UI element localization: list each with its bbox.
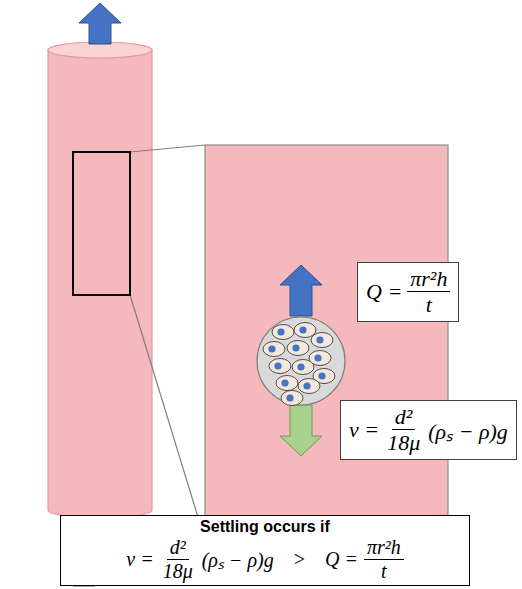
cell-nucleus — [297, 363, 304, 370]
flow-up-arrow — [280, 265, 322, 316]
cell-nucleus — [314, 354, 321, 361]
denominator: 18μ — [384, 430, 423, 455]
numerator: πr²h — [364, 536, 404, 560]
cell-body — [272, 325, 294, 340]
denominator: t — [423, 292, 435, 317]
cell-nucleus — [286, 394, 293, 401]
formula-box: Q =πr²ht — [357, 262, 459, 322]
cell-nucleus — [303, 382, 310, 389]
condition-heading: Settling occurs if — [69, 518, 461, 536]
condition-box: Settling occurs if v = d²18μ (ρₛ − ρ)g > Q = π… — [60, 515, 470, 586]
cell — [269, 359, 291, 374]
zoom-panel — [205, 145, 448, 540]
cell — [294, 323, 316, 338]
cell — [276, 376, 298, 391]
formula-term: (ρₛ − ρ)g — [202, 549, 274, 571]
numerator: d² — [167, 536, 189, 560]
cell-nucleus — [299, 326, 306, 333]
formula-term: v = — [349, 417, 379, 442]
cell-nucleus — [318, 372, 325, 379]
fraction: d²18μ — [160, 536, 196, 583]
cell-body — [311, 333, 333, 348]
fraction: πr²ht — [407, 266, 450, 318]
cell-nucleus — [316, 336, 323, 343]
cell-body — [263, 342, 285, 357]
cell-nucleus — [277, 328, 284, 335]
cell — [287, 341, 309, 356]
formula-term: (ρₛ − ρ)g — [428, 419, 508, 444]
zoom-window — [73, 152, 130, 295]
cell-body — [294, 323, 316, 338]
cell — [298, 379, 320, 394]
cell-body — [292, 360, 314, 375]
formula-term: Q = — [325, 548, 358, 570]
cell-cluster — [257, 317, 345, 405]
cell-body — [287, 341, 309, 356]
cell-nucleus — [268, 345, 275, 352]
cell-nucleus — [274, 362, 281, 369]
fraction: d²18μ — [384, 404, 423, 456]
fraction: πr²ht — [364, 536, 404, 583]
comparison-sign: > — [294, 548, 305, 570]
formula-term: Q = — [366, 279, 402, 304]
cell-body — [276, 376, 298, 391]
cell-nucleus — [281, 379, 288, 386]
zoom-line — [130, 295, 205, 540]
cell — [263, 342, 285, 357]
settling-arrow — [280, 405, 322, 456]
cell — [272, 325, 294, 340]
formula-term: v = — [126, 548, 153, 570]
column-body — [48, 50, 152, 518]
cell — [292, 360, 314, 375]
cell — [311, 333, 333, 348]
cell-nucleus — [292, 344, 299, 351]
denominator: t — [378, 560, 390, 583]
cell-body — [298, 379, 320, 394]
numerator: d² — [392, 404, 416, 430]
numerator: πr²h — [407, 266, 450, 292]
flow-up-arrow — [79, 3, 121, 44]
zoom-line — [130, 145, 205, 152]
denominator: 18μ — [160, 560, 196, 583]
formula-box: v =d²18μ(ρₛ − ρ)g — [340, 400, 517, 460]
cell-body — [281, 391, 303, 406]
cell-body — [269, 359, 291, 374]
cell — [281, 391, 303, 406]
